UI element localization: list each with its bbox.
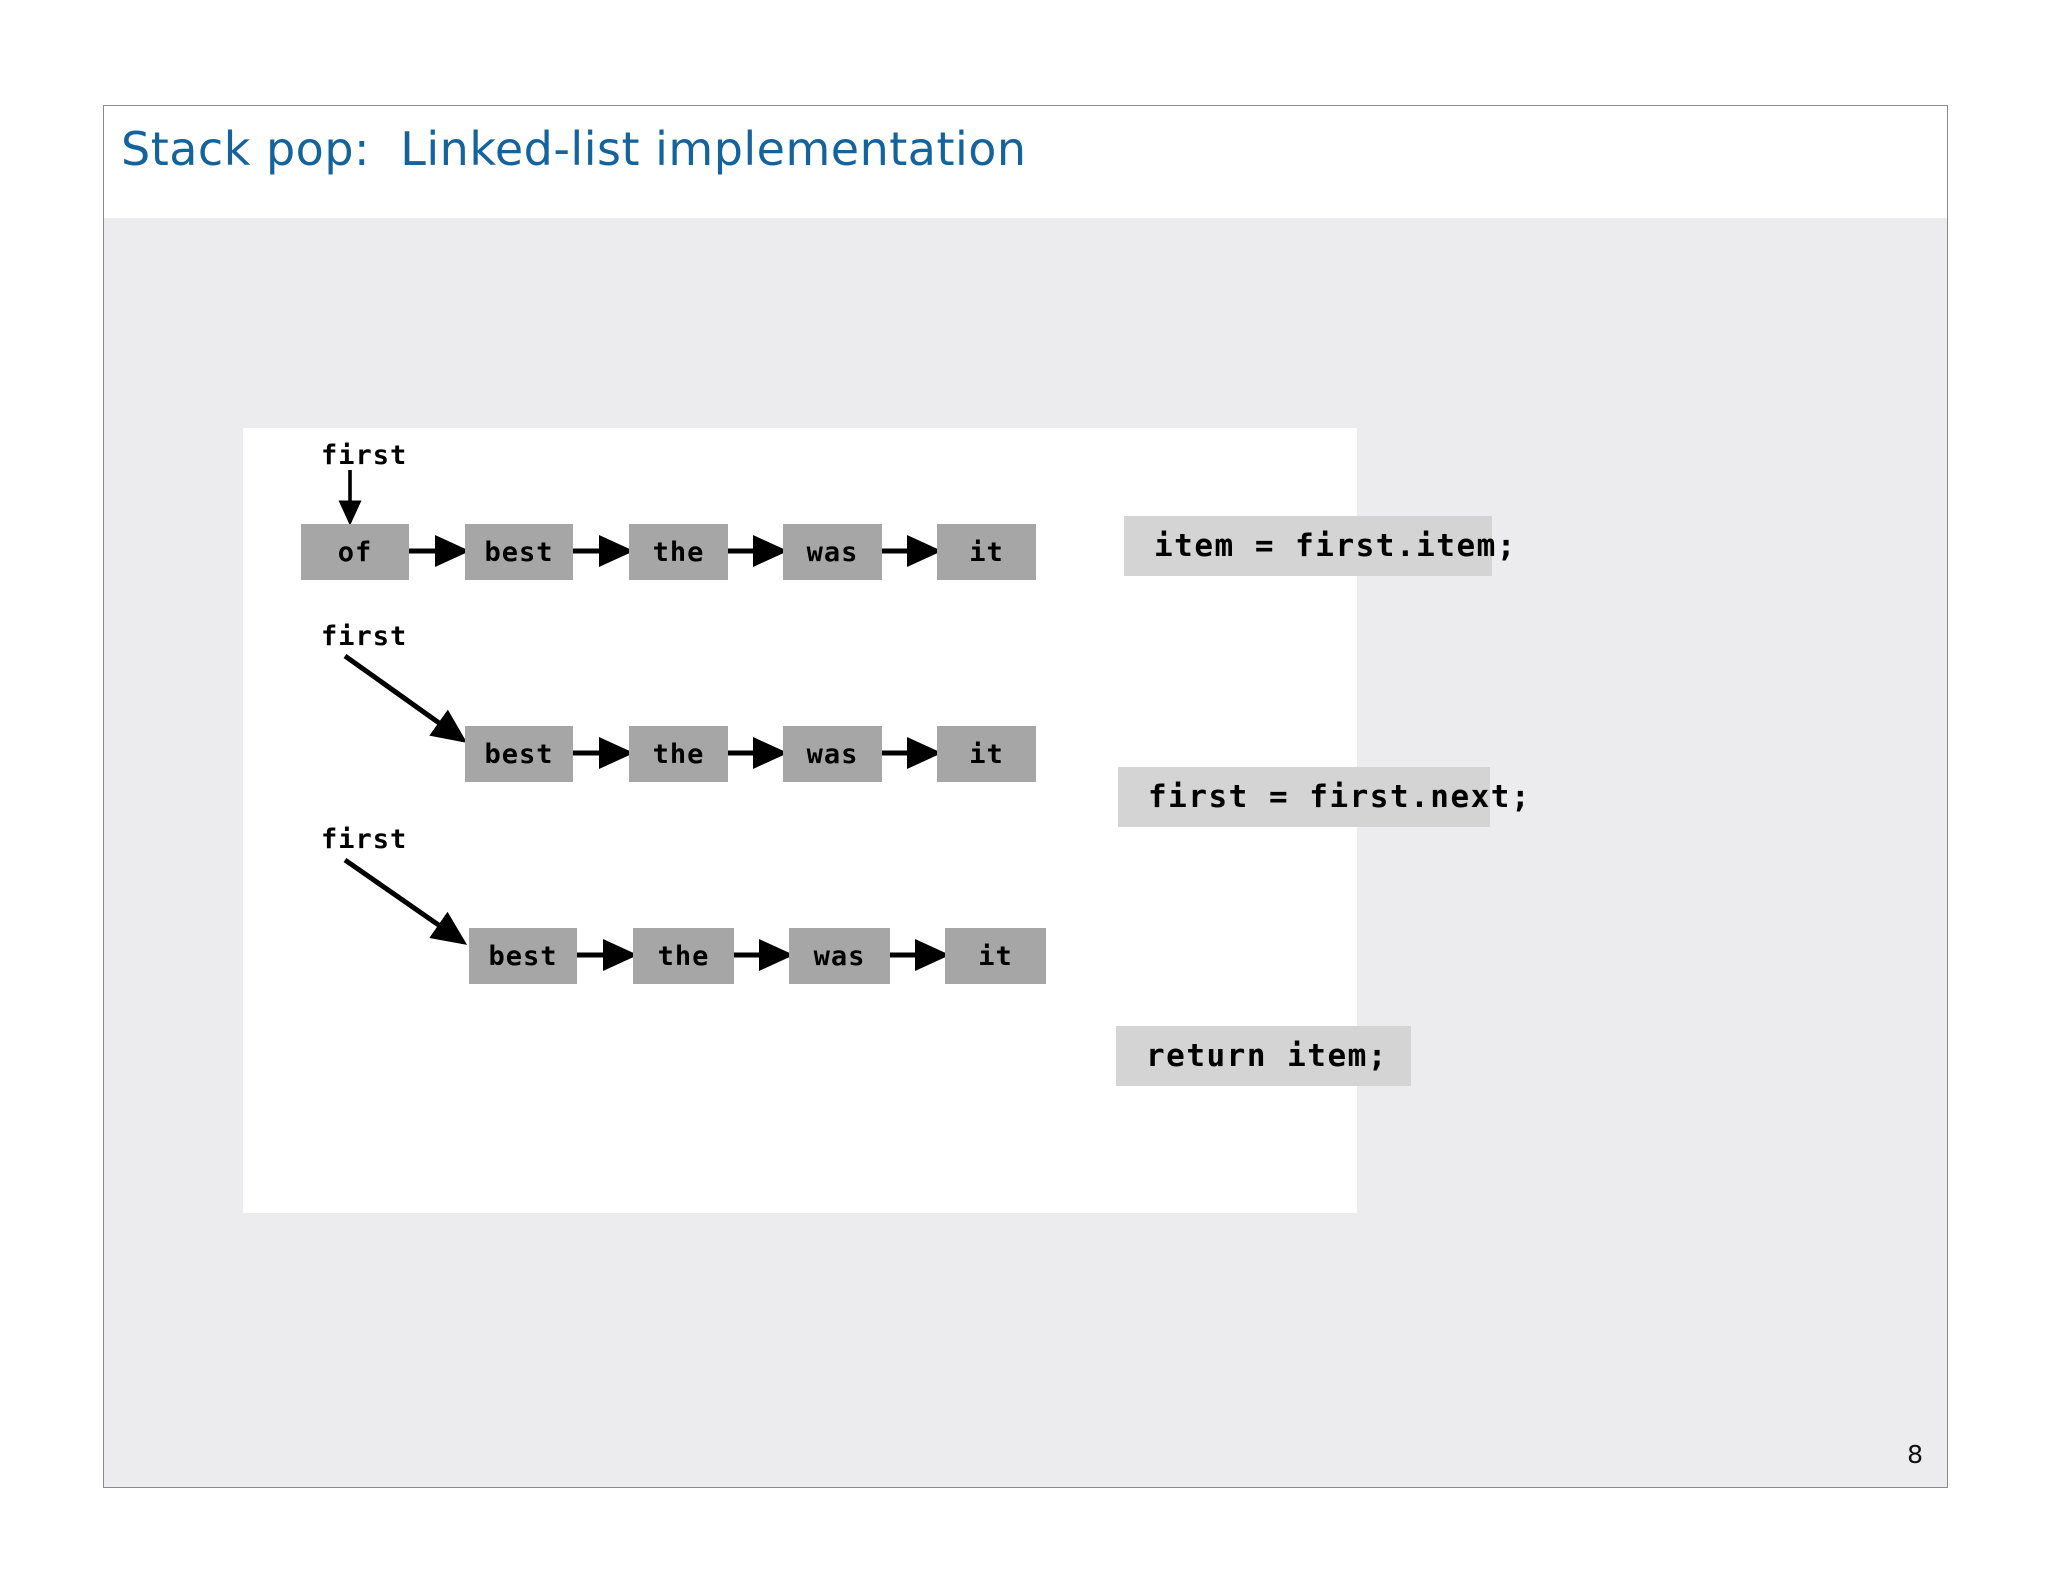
node-row2-2[interactable]: was bbox=[783, 726, 882, 782]
node-row1-4[interactable]: it bbox=[937, 524, 1036, 580]
node-row2-3[interactable]: it bbox=[937, 726, 1036, 782]
node-row2-0[interactable]: best bbox=[465, 726, 573, 782]
node-row3-3[interactable]: it bbox=[945, 928, 1046, 984]
pointer-label-first-row2: first bbox=[321, 621, 408, 652]
pointer-label-first-row3: first bbox=[321, 824, 408, 855]
slide-title-band: Stack pop: Linked-list implementation bbox=[104, 106, 1947, 218]
node-row1-0[interactable]: of bbox=[301, 524, 409, 580]
node-row3-1[interactable]: the bbox=[633, 928, 734, 984]
node-row1-3[interactable]: was bbox=[783, 524, 882, 580]
page-number: 8 bbox=[1907, 1440, 1923, 1469]
code-callout-first-advance: first = first.next; bbox=[1118, 767, 1530, 827]
code-callout-item-assignment: item = first.item; bbox=[1124, 516, 1515, 576]
node-row1-1[interactable]: best bbox=[465, 524, 573, 580]
node-row2-1[interactable]: the bbox=[629, 726, 728, 782]
node-row3-0[interactable]: best bbox=[469, 928, 577, 984]
node-row1-2[interactable]: the bbox=[629, 524, 728, 580]
node-row3-2[interactable]: was bbox=[789, 928, 890, 984]
pointer-label-first-row1: first bbox=[321, 440, 408, 471]
slide: Stack pop: Linked-list implementation bbox=[103, 105, 1948, 1488]
page-title: Stack pop: Linked-list implementation bbox=[121, 122, 1027, 176]
code-callout-return-item: return item; bbox=[1116, 1026, 1411, 1086]
